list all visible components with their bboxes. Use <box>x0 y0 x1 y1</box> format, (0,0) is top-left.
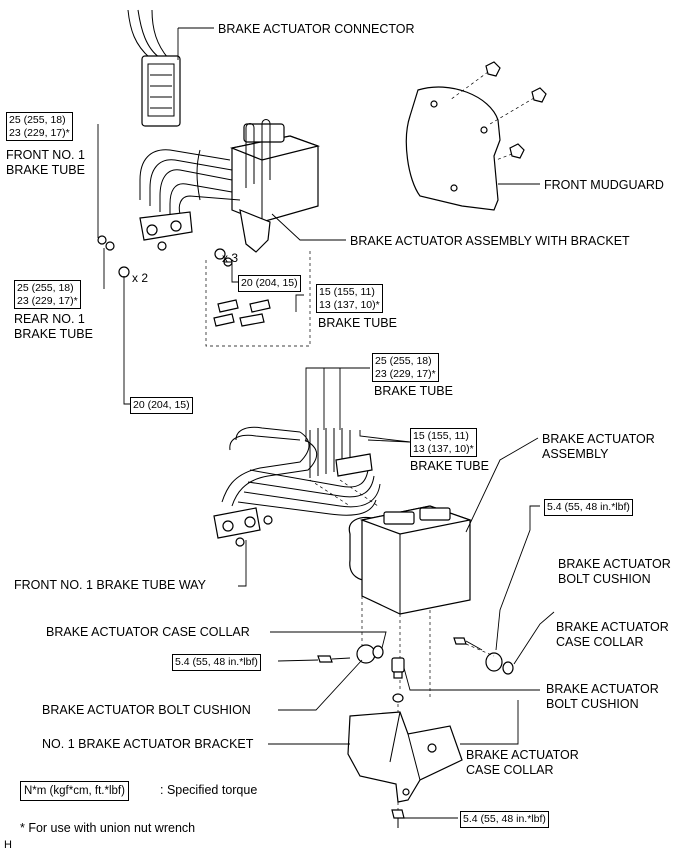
torque-line: 5.4 (55, 48 in.*lbf) <box>547 501 630 513</box>
label-bolt-cushion-right-top: BRAKE ACTUATOR BOLT CUSHION <box>558 557 671 587</box>
qty-x2: x 2 <box>132 271 149 285</box>
label-line: BOLT CUSHION <box>546 697 639 711</box>
label-rear-no1-brake-tube: REAR NO. 1 BRAKE TUBE <box>14 312 93 342</box>
label-front-mudguard: FRONT MUDGUARD <box>544 178 664 192</box>
label-line: FRONT NO. 1 <box>6 148 85 162</box>
torque-box-15b: 15 (155, 11) 13 (137, 10)* <box>410 428 477 457</box>
torque-line: 23 (229, 17)* <box>9 126 70 139</box>
brake-actuator-assembly-lower <box>348 505 473 700</box>
label-bolt-cushion-left: BRAKE ACTUATOR BOLT CUSHION <box>42 703 251 717</box>
front-mudguard <box>405 61 547 211</box>
label-line: BRAKE ACTUATOR <box>556 620 669 634</box>
label-line: CASE COLLAR <box>466 763 554 777</box>
torque-box-20a: 20 (204, 15) <box>238 275 301 292</box>
legend-unit-box: N*m (kgf*cm, ft.*lbf) <box>20 781 129 801</box>
label-line: BRAKE ACTUATOR <box>558 557 671 571</box>
label-line: BRAKE ACTUATOR <box>542 432 655 446</box>
label-line: BRAKE TUBE <box>6 163 85 177</box>
torque-line: 23 (229, 17)* <box>17 294 78 307</box>
torque-line: 15 (155, 11) <box>319 286 375 298</box>
label-line: ASSEMBLY <box>542 447 609 461</box>
bolts-cushions-collars <box>317 637 514 720</box>
label-line: CASE COLLAR <box>556 635 644 649</box>
legend-unit-text: : Specified torque <box>160 783 258 797</box>
label-case-collar-right-low: BRAKE ACTUATOR CASE COLLAR <box>466 748 579 778</box>
torque-box-25b: 25 (255, 18) 23 (229, 17)* <box>372 353 439 382</box>
corner-mark: H <box>4 839 12 851</box>
label-line: BRAKE TUBE <box>14 327 93 341</box>
torque-line: 25 (255, 18) <box>375 355 432 367</box>
torque-line: 20 (204, 15) <box>241 277 298 289</box>
leader-lines <box>97 27 555 819</box>
actuator-assembly-top <box>97 119 321 347</box>
label-front-no1-brake-tube: FRONT NO. 1 BRAKE TUBE <box>6 148 85 178</box>
label-no1-bracket: NO. 1 BRAKE ACTUATOR BRACKET <box>42 737 254 751</box>
torque-box-54a: 5.4 (55, 48 in.*lbf) <box>544 499 633 516</box>
label-front-no1-brake-tube-way: FRONT NO. 1 BRAKE TUBE WAY <box>14 578 206 592</box>
label-case-collar-right: BRAKE ACTUATOR CASE COLLAR <box>556 620 669 650</box>
torque-box-54b: 5.4 (55, 48 in.*lbf) <box>172 654 261 671</box>
torque-line: 5.4 (55, 48 in.*lbf) <box>463 813 546 825</box>
label-brake-actuator-assembly: BRAKE ACTUATOR ASSEMBLY <box>542 432 655 462</box>
torque-box-rear-tube: 25 (255, 18) 23 (229, 17)* <box>14 280 81 309</box>
torque-line: 13 (137, 10)* <box>319 298 380 311</box>
no1-brake-actuator-bracket <box>347 711 463 828</box>
label-line: REAR NO. 1 <box>14 312 85 326</box>
label-line: BRAKE ACTUATOR <box>466 748 579 762</box>
torque-line: 13 (137, 10)* <box>413 442 474 455</box>
label-brake-actuator-connector: BRAKE ACTUATOR CONNECTOR <box>218 22 415 36</box>
label-actuator-assembly-with-bracket: BRAKE ACTUATOR ASSEMBLY WITH BRACKET <box>350 234 630 248</box>
torque-box-54c: 5.4 (55, 48 in.*lbf) <box>460 811 549 828</box>
label-bolt-cushion-right-low: BRAKE ACTUATOR BOLT CUSHION <box>546 682 659 712</box>
label-brake-tube-2: BRAKE TUBE <box>374 384 453 398</box>
label-brake-tube-3: BRAKE TUBE <box>410 459 489 473</box>
label-case-collar-left: BRAKE ACTUATOR CASE COLLAR <box>46 625 250 639</box>
torque-line: 25 (255, 18) <box>17 282 74 294</box>
label-line: BOLT CUSHION <box>558 572 651 586</box>
label-line: BRAKE ACTUATOR <box>546 682 659 696</box>
footnote: * For use with union nut wrench <box>20 821 196 835</box>
torque-line: 15 (155, 11) <box>413 430 469 442</box>
label-brake-tube-1: BRAKE TUBE <box>318 316 397 330</box>
torque-box-front-tube: 25 (255, 18) 23 (229, 17)* <box>6 112 73 141</box>
torque-box-15a: 15 (155, 11) 13 (137, 10)* <box>316 284 383 313</box>
torque-line: 20 (204, 15) <box>133 399 190 411</box>
connector-harness <box>127 9 181 127</box>
torque-line: 25 (255, 18) <box>9 114 66 126</box>
brake-tube-assembly-middle <box>213 426 381 547</box>
torque-line: 5.4 (55, 48 in.*lbf) <box>175 656 258 668</box>
qty-x3: x 3 <box>222 251 239 265</box>
torque-line: 23 (229, 17)* <box>375 367 436 380</box>
torque-box-20b: 20 (204, 15) <box>130 397 193 414</box>
